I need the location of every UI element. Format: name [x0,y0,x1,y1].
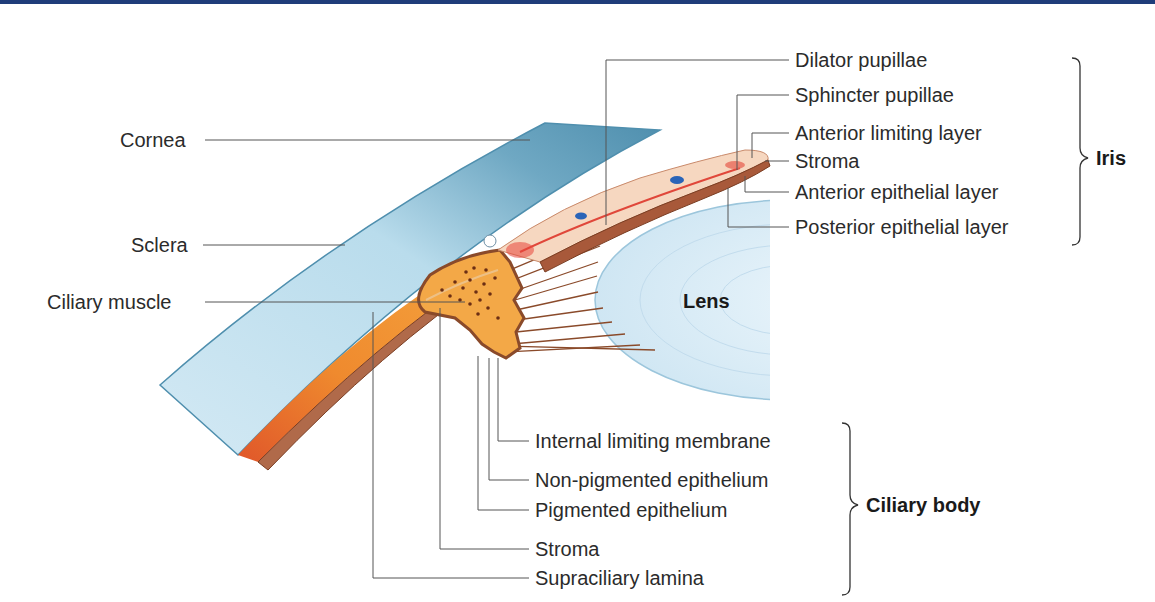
structure-label: Internal limiting membrane [535,430,771,452]
iris-epithelium [540,160,770,272]
leader-lines [203,60,789,578]
structure-label: Anterior epithelial layer [795,181,998,203]
dilator-muscle [520,168,740,252]
structure-label: Ciliary muscle [47,291,171,313]
structure-label: Anterior limiting layer [795,122,982,144]
cornea-sclera [160,123,660,455]
structure-label: Cornea [120,129,186,151]
structure-label: Sphincter pupillae [795,84,954,106]
structure-label: Lens [683,290,730,312]
group-label: Ciliary body [866,494,980,516]
iris-vessel [670,176,684,184]
top-rule [0,0,1155,4]
structure-label: Dilator pupillae [795,49,927,71]
schlemm-canal [484,235,496,247]
structure-label: Sclera [131,234,188,256]
structure-label: Supraciliary lamina [535,567,704,589]
ciliary-muscle-fibres [440,266,500,320]
structure-label: Pigmented epithelium [535,499,727,521]
ciliary-body [419,250,524,358]
structure-label: Stroma [535,538,599,560]
ciliary-body-bracket [842,423,858,595]
structure-label: Non-pigmented epithelium [535,469,768,491]
structure-label: Stroma [795,150,859,172]
group-label: Iris [1096,147,1126,169]
iris-bracket [1072,58,1088,245]
choroid-band [238,252,500,462]
structure-label: Posterior epithelial layer [795,216,1008,238]
